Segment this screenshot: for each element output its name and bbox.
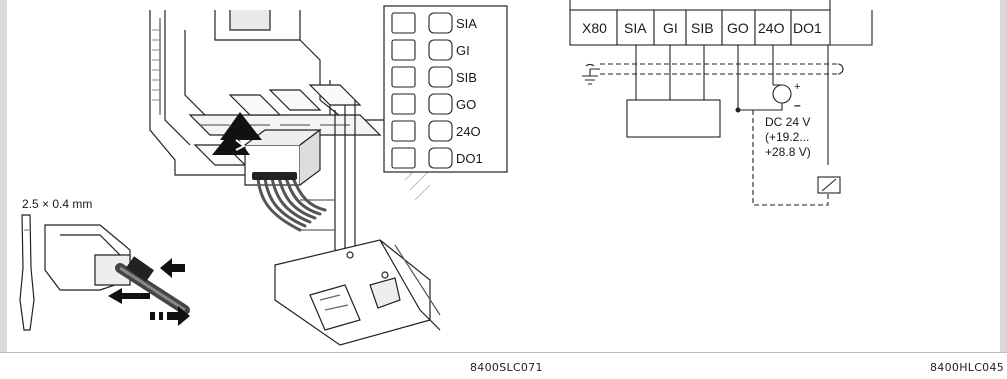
- insert-arrow-icon: [160, 258, 185, 278]
- wiring-schematic: X80 SIA GI SIB GO 24O DO1: [569, 0, 873, 206]
- esd-warning-icon: [212, 112, 262, 155]
- legend-label-do1: DO1: [456, 151, 483, 166]
- supply-label-line3: +28.8 V): [765, 145, 811, 159]
- terminal-legend: SIA GI SIB GO 24O DO1: [383, 5, 508, 173]
- release-arrow-icon: [108, 288, 190, 326]
- supply-label-line1: DC 24 V: [765, 115, 810, 129]
- header-cell-24o: 24O: [758, 20, 785, 36]
- screwdriver-icon: [19, 214, 35, 331]
- supply-minus-sign: –: [794, 98, 801, 112]
- legend-label-sia: SIA: [456, 16, 477, 31]
- supply-plus-sign: +: [794, 81, 800, 93]
- legend-label-24o: 24O: [456, 124, 481, 139]
- supply-label-line2: (+19.2...: [765, 130, 809, 144]
- legend-label-sib: SIB: [456, 70, 477, 85]
- right-margin-bar: [1000, 0, 1007, 353]
- header-cell-sia: SIA: [624, 20, 647, 36]
- installation-illustration: 2.5 × 0.4 mm: [19, 10, 441, 346]
- header-cell-do1: DO1: [793, 20, 822, 36]
- bottom-rule: [0, 352, 1007, 353]
- header-cell-sib: SIB: [691, 20, 714, 36]
- header-cell-go: GO: [727, 20, 749, 36]
- legend-label-gi: GI: [456, 43, 470, 58]
- header-cell-x80: X80: [582, 20, 607, 36]
- figure-code-left: 8400SLC071: [470, 361, 543, 374]
- figure-code-right: 8400HLC045: [930, 361, 1005, 374]
- left-margin-bar: [0, 0, 7, 353]
- screwdriver-size-label: 2.5 × 0.4 mm: [22, 197, 92, 211]
- header-cell-gi: GI: [663, 20, 678, 36]
- legend-label-go: GO: [456, 97, 476, 112]
